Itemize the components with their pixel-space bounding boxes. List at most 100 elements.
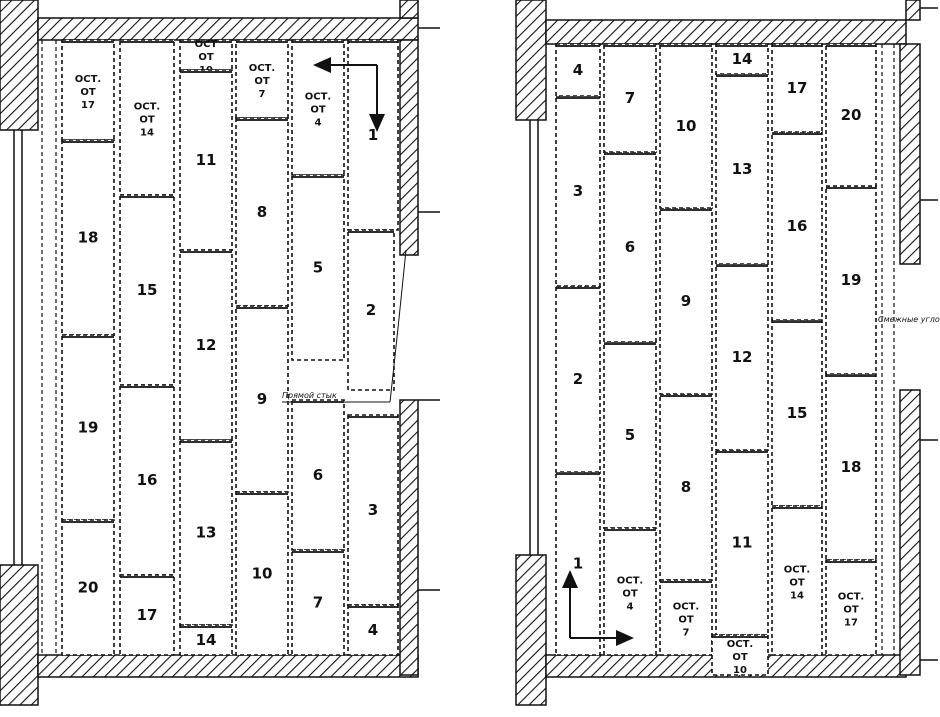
slab-outline: [119, 384, 175, 576]
slab-outline: [347, 229, 395, 391]
right-extras: Смежные угловые: [562, 7, 940, 661]
slab-outline: [347, 414, 399, 606]
slab-l-11: 11: [179, 69, 233, 251]
slab-l-14: 14: [179, 624, 233, 656]
corner-annotation: Смежные угловые: [878, 315, 940, 324]
slab-outline: [659, 393, 713, 581]
slab-label: 1: [368, 126, 378, 144]
slab-label: 9: [681, 292, 691, 310]
right-wall-right-upper: [899, 43, 921, 265]
slab-outline: [291, 399, 345, 551]
left-wall-corner: [399, 0, 419, 19]
slab-label: 9: [257, 390, 267, 408]
slab-r-2: 2: [555, 285, 601, 473]
right-wall-corner: [905, 0, 921, 21]
slab-outline: [825, 185, 877, 375]
slab-label: 10: [676, 117, 697, 135]
slab-label: 11: [732, 534, 753, 552]
slab-r-1: 1: [555, 471, 601, 656]
right-wall-top-left: [515, 0, 547, 121]
slab-l-4: 4: [347, 604, 399, 656]
left-wall-bottom-left: [0, 564, 39, 706]
slab-label: 11: [196, 151, 217, 169]
left-wall-top-left: [0, 0, 39, 131]
slab-l-6: 6: [291, 399, 345, 551]
slab-outline: [291, 174, 345, 361]
slab-r-12: 12: [715, 263, 769, 451]
slab-outline: [235, 491, 289, 656]
slab-label: 8: [257, 203, 267, 221]
slab-l-ost10: ОСТОТ10: [179, 39, 233, 76]
slab-label: 7: [313, 594, 323, 612]
slab-l-10: 10: [235, 491, 289, 656]
slab-r-16: 16: [771, 131, 823, 321]
slab-l-16: 16: [119, 384, 175, 576]
left-wall-right-upper: [399, 39, 419, 256]
slab-r-9: 9: [659, 207, 713, 395]
slab-r-14: 14: [715, 43, 769, 75]
slab-label: 18: [841, 458, 862, 476]
slab-l-20: 20: [61, 519, 115, 656]
slab-label: 4: [368, 621, 378, 639]
right-wall-top: [545, 19, 907, 45]
slab-label: 12: [732, 348, 753, 366]
slab-outline: [825, 559, 877, 656]
slab-outline: [771, 43, 823, 133]
slab-label: 6: [625, 238, 635, 256]
slab-l-17: 17: [119, 574, 175, 656]
slab-label: 5: [313, 259, 323, 277]
slab-outline: [603, 43, 657, 153]
slab-outline: [715, 263, 769, 451]
slab-outline: [715, 73, 769, 265]
slab-l-9: 9: [235, 305, 289, 493]
slab-l-15: 15: [119, 194, 175, 386]
slab-outline: [825, 373, 877, 561]
slab-label: 6: [313, 466, 323, 484]
slab-l-2: 2: [347, 229, 395, 391]
slab-outline: [555, 285, 601, 473]
slab-l-7: 7: [291, 549, 345, 656]
slab-label: 2: [366, 301, 376, 319]
slab-label: 20: [841, 106, 862, 124]
slab-outline: [179, 69, 233, 251]
slab-label: 17: [137, 606, 158, 624]
right-wall-right-lower: [899, 389, 921, 676]
slab-outline: [555, 471, 601, 656]
slab-label: 17: [787, 79, 808, 97]
slab-outline: [179, 249, 233, 441]
right-wall-bottom-left: [515, 554, 547, 706]
slab-outline: [555, 43, 601, 97]
slab-label: 15: [787, 404, 808, 422]
slab-label: 2: [573, 370, 583, 388]
slab-outline: [347, 39, 399, 231]
slab-label: 13: [732, 160, 753, 178]
slab-r-6: 6: [603, 151, 657, 343]
annotation-leader: [389, 249, 407, 403]
slab-outline: [347, 604, 399, 656]
slab-outline: [119, 39, 175, 196]
slab-r-4: 4: [555, 43, 601, 97]
slab-outline: [659, 207, 713, 395]
slab-outline: [119, 194, 175, 386]
slab-r-7: 7: [603, 43, 657, 153]
slab-label: 4: [573, 61, 583, 79]
slab-label: 5: [625, 426, 635, 444]
slab-outline: [179, 624, 233, 656]
slab-outline: [179, 439, 233, 626]
slab-outline: [291, 549, 345, 656]
slab-r-19: 19: [825, 185, 877, 375]
slab-outline: [119, 574, 175, 656]
slab-label: 19: [841, 271, 862, 289]
slab-outline: [61, 519, 115, 656]
